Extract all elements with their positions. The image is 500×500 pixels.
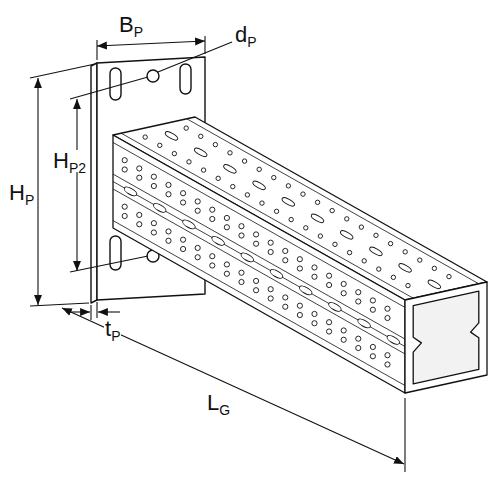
label-subscript: G (219, 402, 230, 418)
label-main: H (53, 148, 69, 173)
label-subscript: P (247, 34, 256, 50)
label-subscript: P (134, 24, 143, 40)
dimension-label: BP (118, 14, 144, 36)
channel-arm (113, 117, 487, 393)
label-subscript: P (25, 192, 34, 208)
channel-end-face (405, 282, 487, 393)
channel-profile (413, 291, 479, 384)
label-subscript: P (111, 328, 120, 344)
dimension-line (76, 99, 77, 271)
plate-slot (110, 68, 121, 100)
label-subscript: P2 (69, 160, 86, 176)
dimension-label: tP (104, 318, 121, 340)
label-main: B (119, 12, 134, 37)
plate-slot (180, 64, 191, 94)
plate-slot (110, 236, 121, 270)
dimension-label: HP2 (52, 150, 87, 172)
dimension-label: dP (234, 24, 258, 46)
dimension-label: HP (8, 182, 35, 204)
dimension-line (97, 41, 205, 46)
dimension-label: LG (206, 392, 231, 414)
label-main: t (105, 316, 111, 341)
label-main: H (9, 180, 25, 205)
plate-hole (147, 70, 159, 82)
label-main: d (235, 22, 247, 47)
label-main: L (207, 390, 219, 415)
channel-side-face (113, 135, 405, 393)
leader-line (158, 42, 232, 72)
dimension-line (37, 78, 38, 305)
